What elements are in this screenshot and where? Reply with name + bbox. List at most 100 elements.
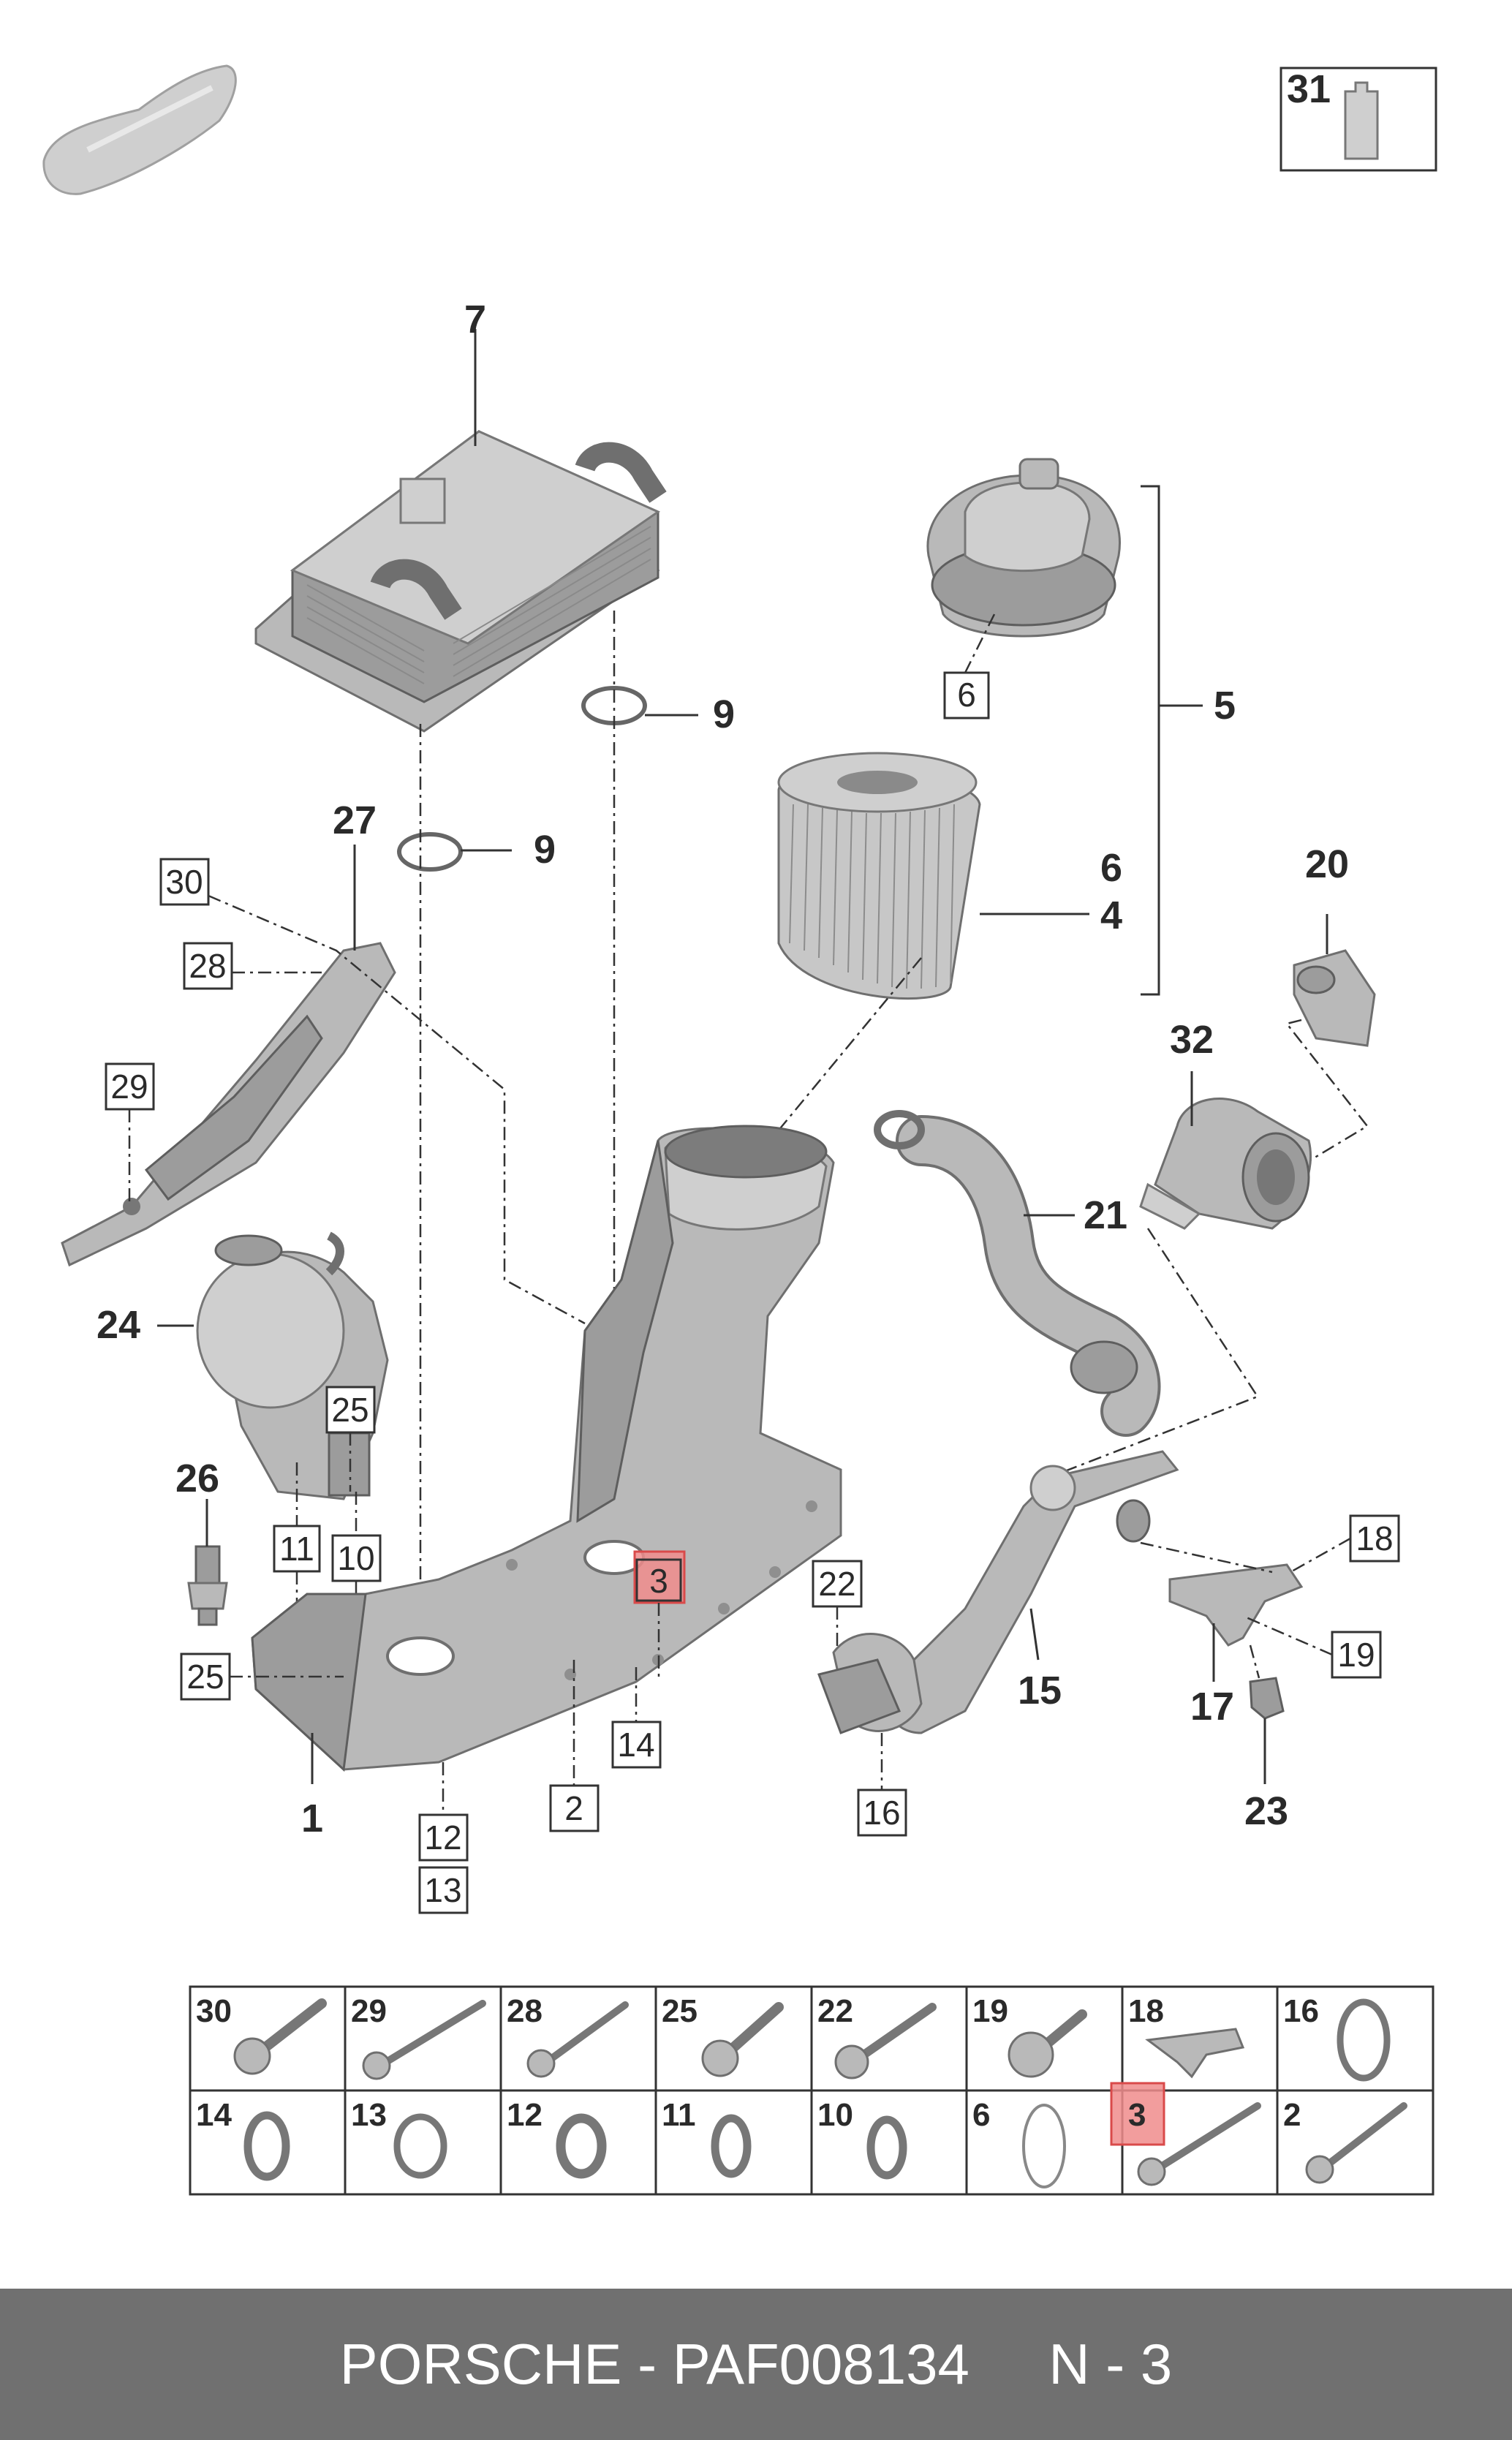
bracket-part-27[interactable] bbox=[61, 942, 396, 1267]
svg-text:10: 10 bbox=[817, 2097, 853, 2133]
box-18: 18 bbox=[1356, 1519, 1393, 1557]
seal-ring-icon bbox=[393, 2113, 447, 2179]
highlight-3 bbox=[1110, 2082, 1165, 2146]
box-14: 14 bbox=[617, 1726, 654, 1764]
grid-cell-11[interactable]: 11 bbox=[662, 2097, 752, 2178]
box-19: 19 bbox=[1337, 1636, 1375, 1674]
bracket-part-17[interactable] bbox=[1168, 1563, 1304, 1647]
grid-cell-29[interactable]: 29 bbox=[351, 1993, 486, 2080]
oil-cooler-part-7[interactable] bbox=[254, 430, 667, 733]
svg-text:30: 30 bbox=[196, 1993, 232, 2029]
box-11: 11 bbox=[279, 1530, 314, 1568]
svg-text:14: 14 bbox=[196, 2097, 232, 2133]
highlighted-item-3[interactable]: 3 bbox=[633, 1550, 686, 1604]
hose-part-21[interactable] bbox=[874, 1110, 1161, 1437]
grid-cell-25[interactable]: 25 bbox=[662, 1993, 784, 2077]
callout-7: 7 bbox=[464, 298, 486, 341]
callout-9b: 9 bbox=[534, 828, 556, 872]
bolt-icon bbox=[526, 2049, 556, 2078]
svg-text:22: 22 bbox=[817, 1993, 853, 2029]
svg-text:16: 16 bbox=[1283, 1993, 1319, 2029]
callout-26: 26 bbox=[175, 1457, 219, 1500]
box-2: 2 bbox=[564, 1789, 583, 1827]
svg-text:28: 28 bbox=[507, 1993, 543, 2029]
oil-filter-housing[interactable] bbox=[251, 1125, 842, 1772]
box-30: 30 bbox=[165, 863, 203, 901]
callout-6: 6 bbox=[1100, 846, 1122, 890]
bolt-icon bbox=[1137, 2157, 1166, 2186]
o-ring-icon bbox=[243, 2111, 290, 2181]
o-ring-icon bbox=[711, 2114, 752, 2178]
svg-text:19: 19 bbox=[972, 1993, 1008, 2029]
callout-1: 1 bbox=[301, 1797, 323, 1840]
filter-cap-part[interactable] bbox=[926, 458, 1121, 638]
footer-brand: PORSCHE bbox=[339, 2332, 622, 2396]
o-ring-icon bbox=[1337, 1998, 1391, 2082]
oil-bottle-item-31[interactable]: 31 bbox=[1279, 67, 1437, 172]
svg-text:18: 18 bbox=[1128, 1993, 1164, 2029]
box-28: 28 bbox=[189, 947, 226, 985]
grid-cell-16[interactable]: 16 bbox=[1283, 1993, 1391, 2082]
box-12: 12 bbox=[424, 1818, 461, 1857]
bolt-icon bbox=[233, 2037, 271, 2075]
grid-cell-13[interactable]: 13 bbox=[351, 2097, 447, 2179]
callout-23: 23 bbox=[1244, 1789, 1288, 1833]
bolt-icon bbox=[834, 2044, 869, 2080]
callout-21: 21 bbox=[1084, 1193, 1127, 1237]
grid-cell-18[interactable]: 18 bbox=[1128, 1993, 1245, 2079]
grid-cell-3[interactable]: 3 bbox=[1110, 2082, 1261, 2186]
box-13: 13 bbox=[424, 1871, 461, 1909]
oil-bottle-icon bbox=[1344, 81, 1379, 160]
o-ring-icon bbox=[1022, 2104, 1066, 2188]
callout-27: 27 bbox=[333, 798, 377, 842]
grid-cell-2[interactable]: 2 bbox=[1283, 2097, 1407, 2184]
callout-32: 32 bbox=[1170, 1018, 1214, 1062]
coolant-pipe-part-15[interactable] bbox=[817, 1450, 1179, 1734]
svg-text:29: 29 bbox=[351, 1993, 387, 2029]
callout-20: 20 bbox=[1305, 842, 1349, 886]
grid-cell-30[interactable]: 30 bbox=[196, 1993, 327, 2075]
pressure-sensor-part-26[interactable] bbox=[187, 1545, 228, 1626]
car-silhouette-icon bbox=[42, 64, 237, 195]
connector-part-32[interactable] bbox=[1139, 1098, 1312, 1230]
clip-part-23[interactable] bbox=[1249, 1677, 1285, 1720]
callout-24: 24 bbox=[97, 1303, 140, 1347]
clip-icon bbox=[1145, 2028, 1245, 2079]
screw-icon bbox=[1008, 2031, 1054, 2078]
grid-cell-22[interactable]: 22 bbox=[817, 1993, 937, 2080]
grid-cell-6[interactable]: 6 bbox=[972, 2097, 1066, 2188]
footer-position-label: N - 3 bbox=[1048, 2332, 1173, 2396]
grid-cell-14[interactable]: 14 bbox=[196, 2097, 290, 2181]
sensor-part-20[interactable] bbox=[1293, 949, 1376, 1047]
svg-text:13: 13 bbox=[351, 2097, 387, 2133]
bolt-icon bbox=[1305, 2155, 1334, 2184]
grid-cell-28[interactable]: 28 bbox=[507, 1993, 629, 2078]
grid-cell-19[interactable]: 19 bbox=[972, 1993, 1087, 2078]
callout-4: 4 bbox=[1100, 894, 1122, 937]
o-ring-icon bbox=[866, 2115, 907, 2180]
grid-cell-10[interactable]: 10 bbox=[817, 2097, 907, 2180]
filter-element-part-4[interactable] bbox=[777, 752, 981, 1000]
box-25a: 25 bbox=[331, 1391, 368, 1429]
grid-cell-12[interactable]: 12 bbox=[507, 2097, 607, 2179]
callout-5: 5 bbox=[1214, 684, 1236, 728]
svg-text:25: 25 bbox=[662, 1993, 698, 2029]
svg-text:11: 11 bbox=[662, 2097, 696, 2133]
footer-separator: - bbox=[621, 2332, 673, 2396]
box-29: 29 bbox=[110, 1068, 148, 1106]
svg-text:2: 2 bbox=[1283, 2097, 1301, 2133]
footer-bar: PORSCHE - PAF008134 N - 3 bbox=[0, 2289, 1512, 2440]
o-ring-9b[interactable] bbox=[397, 832, 463, 872]
footer-part-number: PAF008134 bbox=[672, 2332, 969, 2396]
o-ring-icon bbox=[556, 2113, 607, 2179]
box-10: 10 bbox=[337, 1539, 374, 1577]
callout-9a: 9 bbox=[713, 692, 735, 736]
oil-separator-part-24[interactable] bbox=[196, 1231, 389, 1500]
svg-text:6: 6 bbox=[972, 2097, 990, 2133]
svg-text:12: 12 bbox=[507, 2097, 543, 2133]
callout-17: 17 bbox=[1190, 1685, 1234, 1729]
box-22: 22 bbox=[818, 1565, 855, 1603]
svg-text:3: 3 bbox=[1128, 2097, 1146, 2133]
callout-15: 15 bbox=[1018, 1669, 1062, 1712]
